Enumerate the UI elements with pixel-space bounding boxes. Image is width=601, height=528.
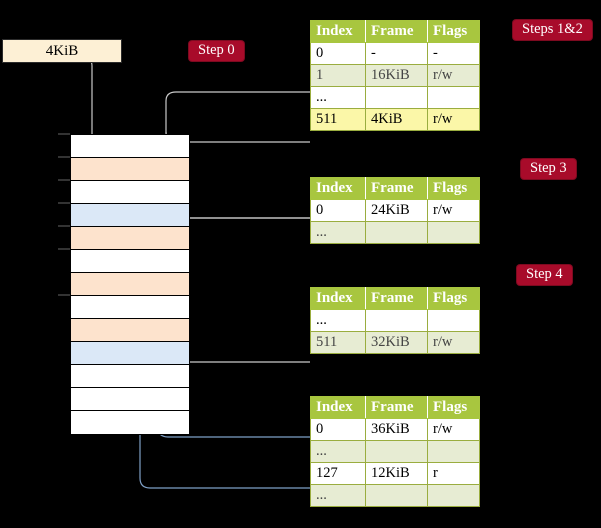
cell-frame	[365, 484, 428, 507]
memory-row	[71, 273, 189, 296]
cell-index: 0	[310, 42, 366, 65]
memory-row	[71, 181, 189, 204]
cell-flags: r/w	[427, 108, 480, 131]
cell-frame: 12KiB	[365, 462, 428, 485]
cell-frame: 16KiB	[365, 64, 428, 87]
memory-row	[71, 135, 189, 158]
memory-row	[71, 250, 189, 273]
cell-frame	[365, 440, 428, 463]
column-header-index: Index	[310, 177, 366, 200]
memory-row	[71, 227, 189, 250]
column-header-flags: Flags	[427, 177, 480, 200]
cell-index: 511	[310, 331, 366, 354]
cell-frame: 36KiB	[365, 418, 428, 441]
page-table-steps-1-2: Index Frame Flags 0 - - 1 16KiB r/w ...	[310, 20, 480, 131]
page-table-step-4a: Index Frame Flags ... 511 32KiB r/w	[310, 287, 480, 354]
physical-memory-column	[70, 134, 190, 435]
cell-index: ...	[310, 309, 366, 332]
memory-row	[71, 411, 189, 434]
cell-frame: 32KiB	[365, 331, 428, 354]
column-header-frame: Frame	[365, 20, 428, 43]
table-row: ...	[310, 484, 480, 507]
cell-frame	[365, 86, 428, 109]
cell-frame	[365, 309, 428, 332]
cell-frame: 4KiB	[365, 108, 428, 131]
cell-index: ...	[310, 221, 366, 244]
page-table-step-4b: Index Frame Flags 0 36KiB r/w ... 127 12…	[310, 396, 480, 507]
table-row: ...	[310, 221, 480, 244]
cell-flags: r/w	[427, 331, 480, 354]
cell-index: 1	[310, 64, 366, 87]
cell-frame: 24KiB	[365, 199, 428, 222]
memory-row	[71, 158, 189, 181]
table-row: 511 4KiB r/w	[310, 108, 480, 131]
table-header-row: Index Frame Flags	[310, 177, 480, 200]
column-header-frame: Frame	[365, 287, 428, 310]
memory-tick-marks	[58, 133, 70, 296]
column-header-index: Index	[310, 20, 366, 43]
wire-table3-to-memory	[167, 314, 310, 363]
cell-frame: -	[365, 42, 428, 65]
table-header-row: Index Frame Flags	[310, 20, 480, 43]
cell-flags: -	[427, 42, 480, 65]
cell-flags: r	[427, 462, 480, 485]
badge-steps-1-2: Steps 1&2	[513, 20, 592, 41]
column-header-flags: Flags	[427, 20, 480, 43]
cell-index: 0	[310, 418, 366, 441]
cell-flags: r/w	[427, 418, 480, 441]
cell-frame	[365, 221, 428, 244]
cell-flags: r/w	[427, 64, 480, 87]
table-row: 1 16KiB r/w	[310, 64, 480, 87]
badge-step-0: Step 0	[189, 41, 244, 62]
cell-flags: r/w	[427, 199, 480, 222]
column-header-frame: Frame	[365, 396, 428, 419]
cell-index: 511	[310, 108, 366, 131]
memory-row	[71, 388, 189, 411]
table-row: ...	[310, 86, 480, 109]
cell-index: 127	[310, 462, 366, 485]
table-row: 127 12KiB r	[310, 462, 480, 485]
table-header-row: Index Frame Flags	[310, 287, 480, 310]
cell-index: ...	[310, 484, 366, 507]
cell-flags	[427, 86, 480, 109]
source-frame-label: 4KiB	[45, 43, 79, 59]
cell-index: ...	[310, 86, 366, 109]
table-row: 0 - -	[310, 42, 480, 65]
cell-flags	[427, 484, 480, 507]
table-row: 511 32KiB r/w	[310, 331, 480, 354]
cell-flags	[427, 309, 480, 332]
memory-row	[71, 296, 189, 319]
table-row: ...	[310, 440, 480, 463]
column-header-flags: Flags	[427, 287, 480, 310]
memory-row	[71, 365, 189, 388]
cell-flags	[427, 221, 480, 244]
cell-index: 0	[310, 199, 366, 222]
table-header-row: Index Frame Flags	[310, 396, 480, 419]
badge-step-4: Step 4	[517, 265, 572, 286]
memory-row	[71, 319, 189, 342]
source-frame-box: 4KiB	[2, 39, 122, 63]
wire-source-to-memory	[60, 50, 99, 150]
column-header-frame: Frame	[365, 177, 428, 200]
table-row: 0 24KiB r/w	[310, 199, 480, 222]
column-header-index: Index	[310, 287, 366, 310]
column-header-flags: Flags	[427, 396, 480, 419]
badge-step-3: Step 3	[521, 159, 576, 180]
table-row: ...	[310, 309, 480, 332]
memory-row	[71, 342, 189, 365]
memory-row	[71, 204, 189, 227]
cell-index: ...	[310, 440, 366, 463]
page-table-step-3: Index Frame Flags 0 24KiB r/w ...	[310, 177, 480, 244]
column-header-index: Index	[310, 396, 366, 419]
cell-flags	[427, 440, 480, 463]
table-row: 0 36KiB r/w	[310, 418, 480, 441]
wire-table2-to-memory	[171, 217, 310, 244]
